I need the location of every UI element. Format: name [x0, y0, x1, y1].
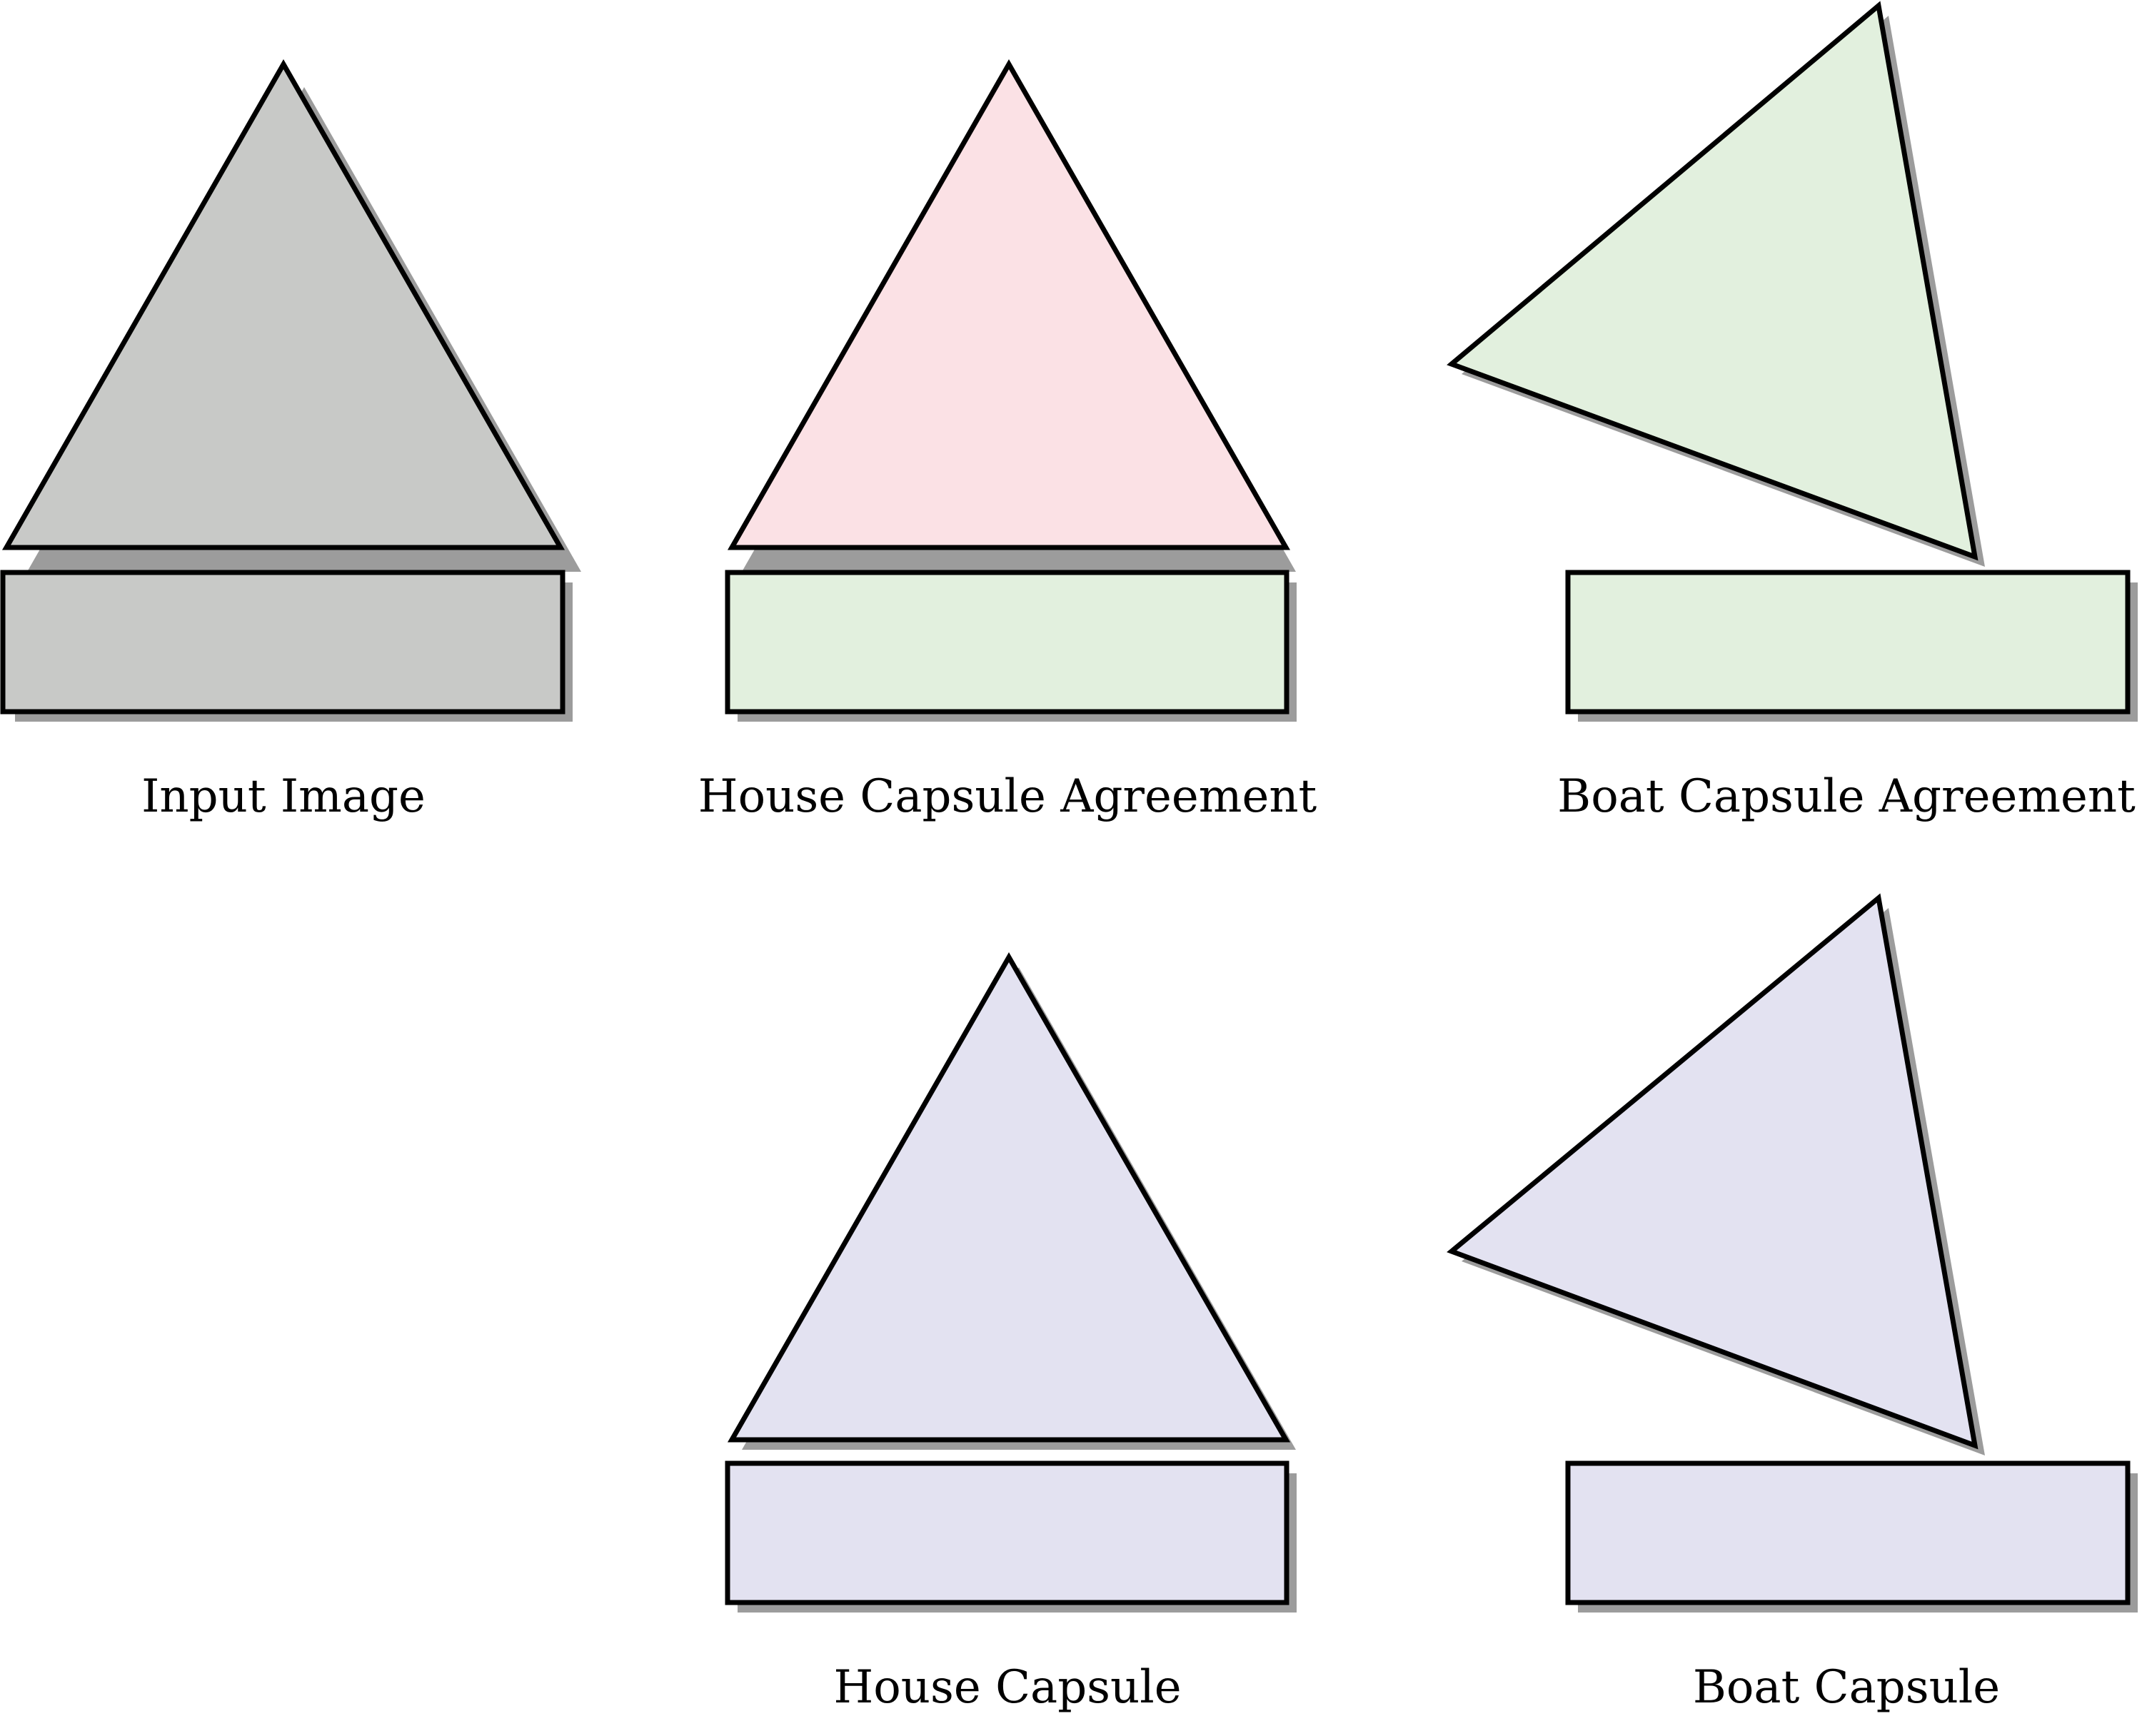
caption: Input Image [141, 770, 426, 823]
caption: Boat Capsule Agreement [1557, 770, 2136, 823]
triangle [727, 952, 1291, 1443]
triangle [1447, 893, 1978, 1450]
caption: House Capsule [833, 1661, 1181, 1714]
triangle [727, 59, 1291, 550]
panel-house-capsule-agreement: House Capsule Agreement [698, 59, 1317, 823]
panel-input-image: Input Image [0, 59, 581, 823]
rectangle [0, 570, 565, 715]
panel-boat-capsule-agreement: Boat Capsule Agreement [1447, 1, 2138, 823]
panel-house-capsule: House Capsule [725, 952, 1297, 1714]
rectangle [725, 570, 1289, 715]
rectangle [725, 1460, 1289, 1605]
caption: House Capsule Agreement [698, 770, 1317, 823]
caption: Boat Capsule [1693, 1661, 2000, 1714]
rectangle [1565, 570, 2131, 715]
rectangle [1565, 1460, 2131, 1605]
panel-boat-capsule: Boat Capsule [1447, 893, 2138, 1714]
triangle [1447, 1, 1978, 561]
triangle [1, 59, 565, 550]
